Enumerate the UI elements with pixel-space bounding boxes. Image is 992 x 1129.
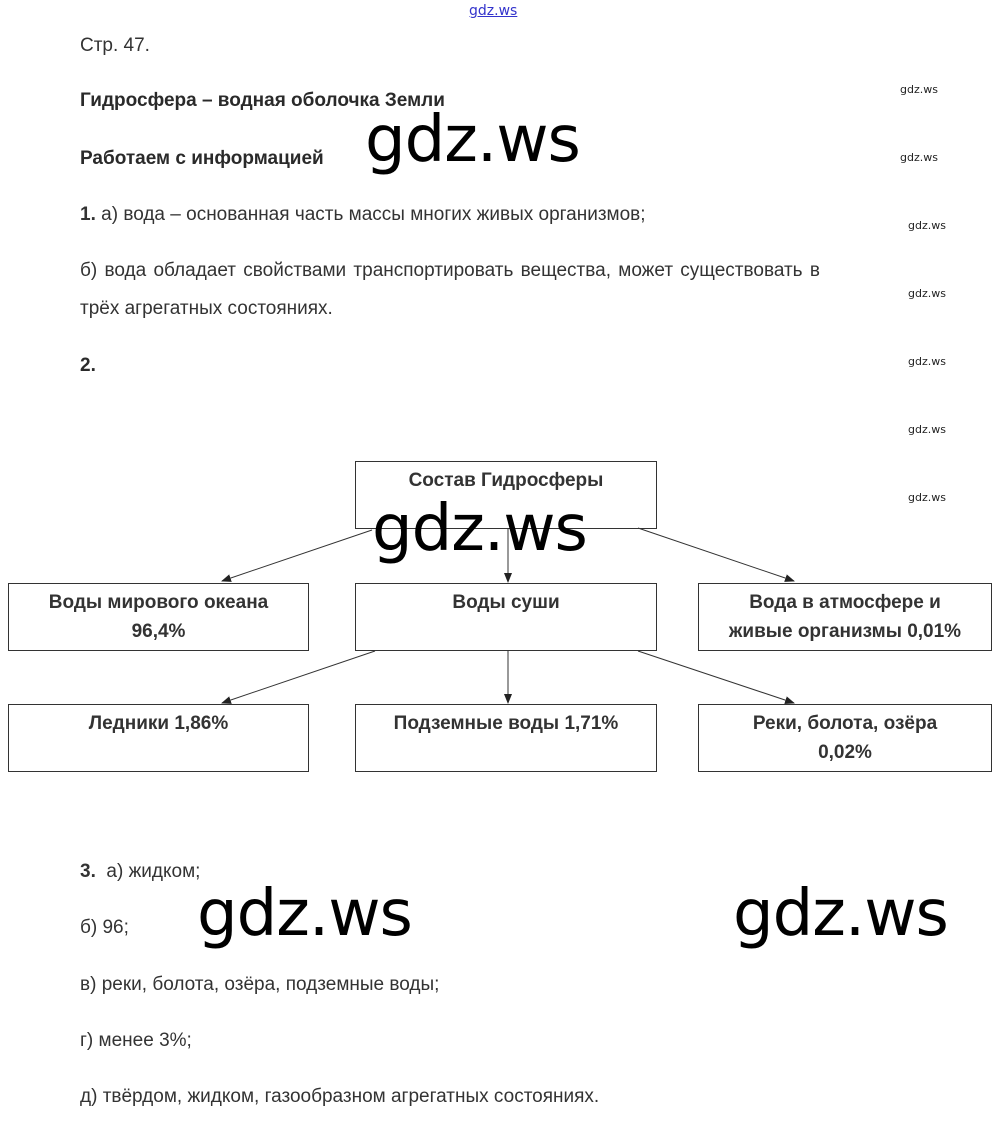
diagram-root-box: Состав Гидросферы: [355, 461, 657, 529]
watermark-small: gdz.ws: [908, 355, 946, 368]
watermark-large: gdz.ws: [372, 492, 588, 566]
answer-3v: в) реки, болота, озёра, подземные воды;: [80, 974, 440, 995]
watermark-small: gdz.ws: [908, 287, 946, 300]
ocean-label: Воды мирового океана: [48, 592, 269, 613]
page-title: Гидросфера – водная оболочка Земли: [80, 90, 445, 111]
q2-number: 2.: [80, 355, 96, 376]
watermark-small: gdz.ws: [900, 83, 938, 96]
answer-3d: д) твёрдом, жидком, газообразном агрегат…: [80, 1086, 600, 1107]
arrow-to-ocean: [221, 529, 373, 582]
atmo-label: Вода в атмосфере и: [749, 592, 941, 613]
rivers-label: Реки, болота, озёра: [752, 713, 938, 734]
diagram-glaciers-box: Ледники 1,86%: [8, 704, 309, 772]
answer-3b: б) 96;: [80, 917, 129, 938]
arrow-to-rivers: [637, 650, 795, 704]
watermark-small: gdz.ws: [900, 151, 938, 164]
watermark-large: gdz.ws: [197, 877, 413, 951]
watermark-large: gdz.ws: [733, 877, 949, 951]
q3-number: 3.: [80, 861, 96, 882]
watermark-link[interactable]: gdz.ws: [469, 3, 518, 19]
diagram-land-box: Воды суши: [355, 583, 657, 651]
watermark-small: gdz.ws: [908, 423, 946, 436]
answer-1b-line1: б) вода обладает свойствами транспортиро…: [80, 260, 820, 281]
arrow-to-atmo: [637, 527, 795, 582]
arrow-to-glaciers: [221, 650, 376, 704]
watermark-small: gdz.ws: [908, 491, 946, 504]
watermark-small: gdz.ws: [908, 219, 946, 232]
answer-1a-text: а) вода – основанная часть массы многих …: [101, 204, 646, 225]
answer-1a: 1. а) вода – основанная часть массы мног…: [80, 204, 646, 226]
diagram-ocean-box: Воды мирового океана 96,4%: [8, 583, 309, 651]
answer-3a-text: а) жидком;: [106, 861, 201, 882]
atmo-value: живые организмы 0,01%: [728, 621, 962, 642]
diagram-atmo-box: Вода в атмосфере и живые организмы 0,01%: [698, 583, 992, 651]
diagram-rivers-box: Реки, болота, озёра 0,02%: [698, 704, 992, 772]
ocean-value: 96,4%: [131, 621, 186, 642]
page-reference: Стр. 47.: [80, 35, 150, 56]
diagram-ground-box: Подземные воды 1,71%: [355, 704, 657, 772]
section-heading: Работаем с информацией: [80, 148, 324, 169]
watermark-large: gdz.ws: [365, 103, 581, 177]
answer-1b-line2: трёх агрегатных состояниях.: [80, 298, 333, 319]
rivers-value: 0,02%: [818, 742, 872, 763]
q1-number: 1.: [80, 204, 96, 225]
answer-3g: г) менее 3%;: [80, 1030, 192, 1051]
answer-3a: 3. а) жидком;: [80, 861, 200, 883]
